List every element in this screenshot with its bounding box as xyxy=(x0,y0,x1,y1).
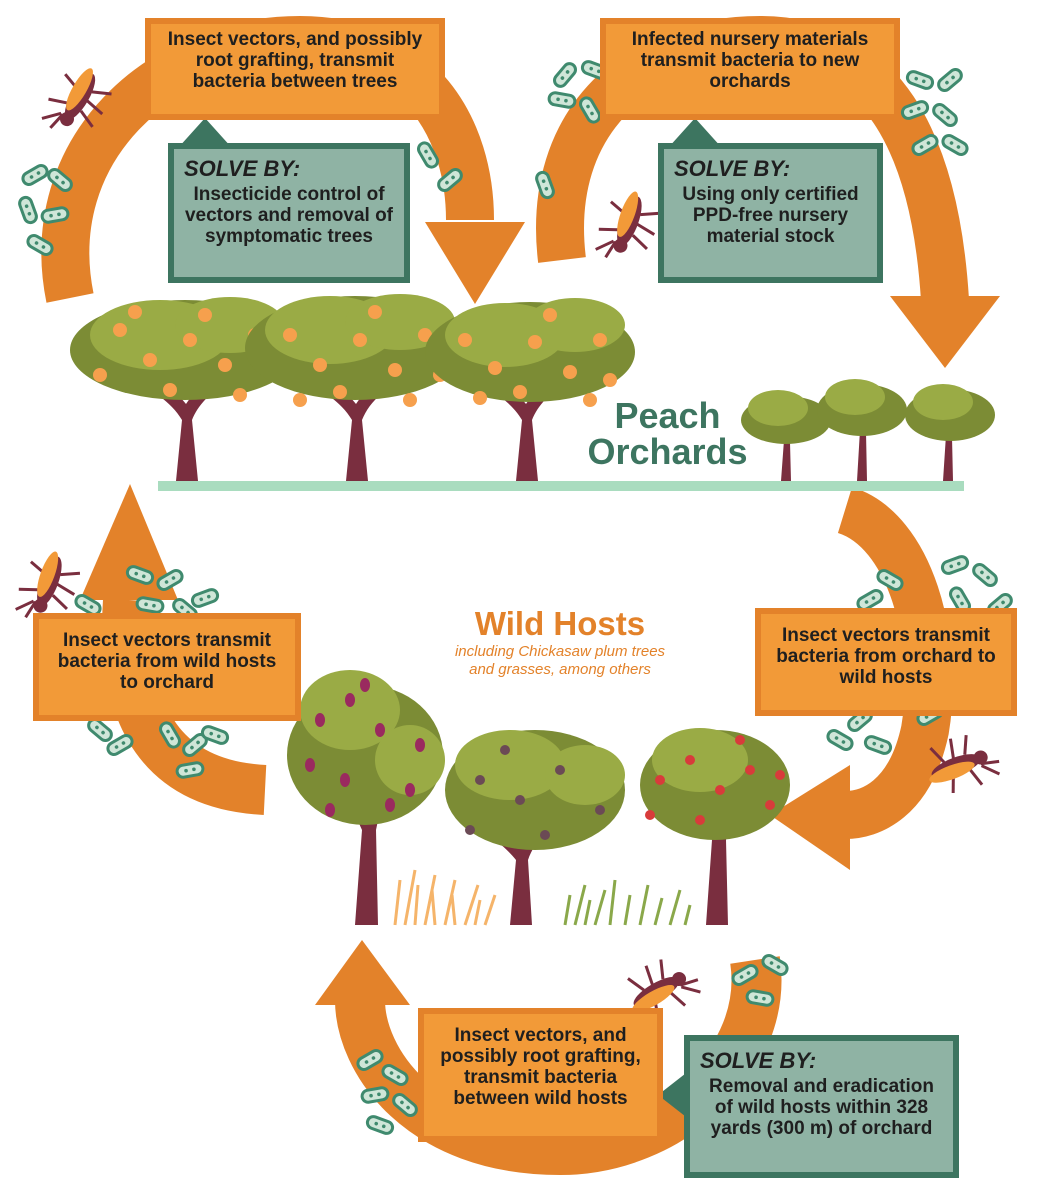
solve-heading: SOLVE BY: xyxy=(674,156,791,181)
box-text: Infected nursery materials transmit bact… xyxy=(631,29,869,92)
solve-text: Using only certified PPD-free nursery ma… xyxy=(682,184,859,247)
solve-pointer xyxy=(658,1070,690,1120)
wild-hosts-title: Wild Hosts xyxy=(474,605,646,642)
box-orchard-to-wild-transmission: Insect vectors transmit bacteria from or… xyxy=(755,608,1017,716)
wild-tree xyxy=(445,730,625,925)
grass-green xyxy=(563,879,692,926)
young-tree xyxy=(905,384,995,481)
solve-box-insecticide-control: SOLVE BY: Insecticide control of vectors… xyxy=(168,143,410,283)
solve-text: Insecticide control of vectors and remov… xyxy=(184,184,394,247)
box-wild-to-orchard-transmission: Insect vectors transmit bacteria from wi… xyxy=(33,613,301,721)
box-text: Insect vectors transmit bacteria from or… xyxy=(776,625,996,688)
young-tree xyxy=(817,379,907,481)
wild-hosts-subtitle-line2: and grasses, among others xyxy=(469,661,651,678)
peach-tree xyxy=(245,294,465,481)
solve-heading: SOLVE BY: xyxy=(700,1048,817,1073)
box-text: Insect vectors, and possibly root grafti… xyxy=(440,1025,641,1109)
solve-text: Removal and eradication of wild hosts wi… xyxy=(709,1076,934,1139)
peach-tree xyxy=(425,298,635,481)
solve-box-wild-host-removal: SOLVE BY: Removal and eradication of wil… xyxy=(684,1035,959,1178)
box-nursery-transmission: Infected nursery materials transmit bact… xyxy=(600,18,900,120)
solve-heading: SOLVE BY: xyxy=(184,156,301,181)
right-down-arrowhead xyxy=(770,765,850,870)
box-text: Insect vectors transmit bacteria from wi… xyxy=(57,630,277,693)
plum-tree xyxy=(287,670,445,925)
solve-pointer xyxy=(178,118,232,148)
wild-hosts-label: Wild Hosts including Chickasaw plum tree… xyxy=(420,605,700,679)
peach-orchards-label: Peach Orchards xyxy=(585,398,750,470)
grass-orange xyxy=(393,869,497,926)
peach-orchards-line2: Orchards xyxy=(587,431,748,472)
left-up-arrowhead xyxy=(80,484,178,600)
box-wild-to-wild-transmission: Insect vectors, and possibly root grafti… xyxy=(418,1008,663,1142)
top-left-arrowhead xyxy=(425,222,525,304)
wild-hosts-subtitle-line1: including Chickasaw plum trees xyxy=(454,643,666,660)
insect-vector-icon xyxy=(589,182,668,272)
solve-box-certified-nursery: SOLVE BY: Using only certified PPD-free … xyxy=(658,143,883,283)
peach-orchards-line1: Peach xyxy=(614,395,721,436)
box-text: Insect vectors, and possibly root grafti… xyxy=(167,29,423,92)
solve-pointer xyxy=(668,118,722,148)
box-orchard-to-orchard-transmission: Insect vectors, and possibly root grafti… xyxy=(145,18,445,120)
cherry-tree xyxy=(640,728,790,925)
top-right-arrowhead xyxy=(890,296,1000,368)
young-tree xyxy=(741,390,831,481)
bottom-up-arrowhead xyxy=(315,940,410,1005)
orchard-ground xyxy=(158,481,964,491)
